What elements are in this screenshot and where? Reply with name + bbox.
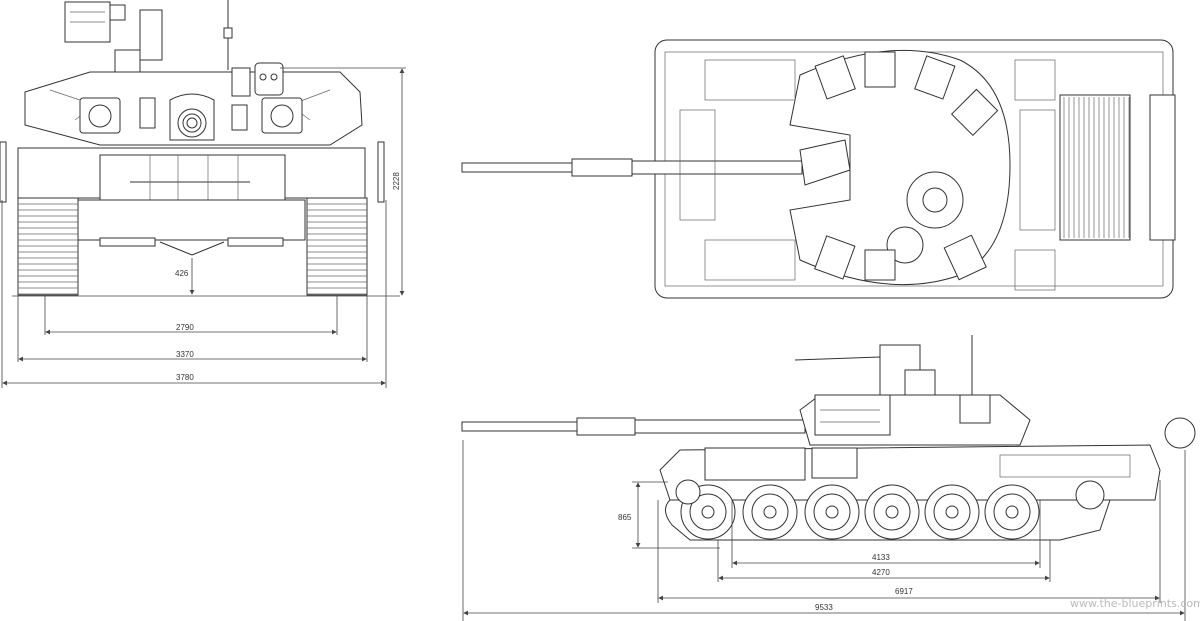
side-view: 865 4133 4270 6917 9533	[461, 335, 1196, 621]
dim-hull-height: 865	[618, 513, 632, 522]
hull-side	[659, 417, 1196, 541]
idler-wheel	[675, 479, 701, 505]
gun-barrel-side	[461, 417, 806, 436]
road-wheel	[742, 484, 798, 540]
dim-track-width: 3370	[176, 350, 194, 359]
dim-road-wheel-base: 4133	[872, 553, 890, 562]
turret-top	[789, 49, 1011, 286]
dim-track-centers: 2790	[176, 323, 194, 332]
commander-sight	[64, 1, 163, 73]
right-track	[306, 197, 368, 296]
watermark: www.the-blueprints.com	[1070, 597, 1200, 610]
spare-drum-icon	[1164, 417, 1196, 449]
left-track	[17, 197, 79, 296]
dim-hull-length: 6917	[895, 587, 913, 596]
road-wheel	[864, 484, 920, 540]
turret-side	[794, 335, 1031, 446]
dim-clearance: 426	[175, 269, 189, 278]
dim-overall-length: 9533	[815, 603, 833, 612]
dim-overall-width: 3780	[176, 373, 194, 382]
hull-top-panels	[679, 59, 1056, 291]
side-dimensions: 865 4133 4270 6917 9533	[462, 440, 1186, 621]
top-view	[461, 39, 1176, 299]
gun-barrel-top	[461, 158, 803, 177]
drive-sprocket	[1075, 480, 1105, 510]
hull-front	[0, 141, 385, 256]
front-view: 426 2790 3370 3780 2228	[0, 0, 406, 388]
antenna	[223, 0, 233, 70]
turret-front	[24, 62, 363, 146]
dim-ground-contact: 4270	[872, 568, 890, 577]
road-wheel	[924, 484, 980, 540]
road-wheel	[804, 484, 860, 540]
front-dimensions: 426 2790 3370 3780 2228	[1, 67, 406, 388]
dim-height: 2228	[392, 172, 401, 190]
road-wheel	[984, 484, 1040, 540]
